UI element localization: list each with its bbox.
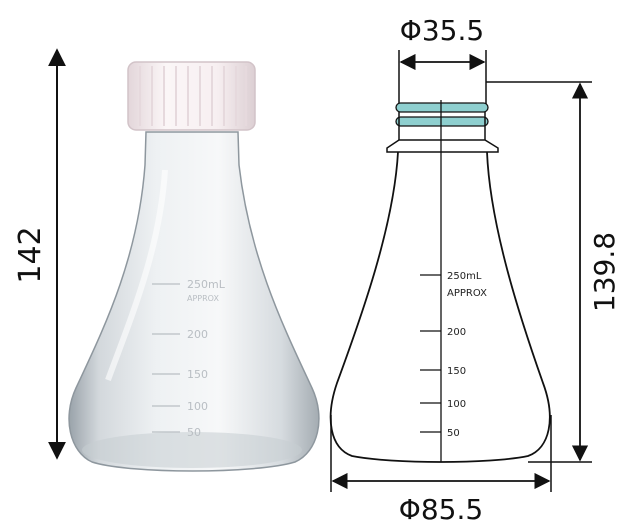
grad-approx-label: APPROX: [447, 288, 487, 299]
grad-50-label: 50: [447, 428, 460, 439]
photo-flask-body: [68, 131, 320, 472]
neck-diameter-label: Φ35.5: [400, 14, 484, 47]
photo-cap-ridges: [139, 66, 247, 126]
photo-grad-250-label: 250mL: [187, 278, 226, 291]
body-diameter-label: Φ85.5: [399, 493, 483, 525]
photo-grad-approx-label: APPROX: [187, 294, 219, 303]
photo-grad-50-label: 50: [187, 426, 201, 439]
flask-photo: 142 250mL APPROX 200 150 100 50: [13, 48, 320, 472]
photo-grad-200-label: 200: [187, 328, 208, 341]
thread-ring-top: [395, 102, 489, 113]
photo-flask-highlight: [105, 169, 168, 382]
grad-100-label: 100: [447, 399, 466, 410]
drawing-graduations: 250mL APPROX 200 150 100 50: [420, 271, 487, 439]
grad-150-label: 150: [447, 366, 466, 377]
photo-grad-100-label: 100: [187, 400, 208, 413]
grad-250-label: 250mL: [447, 271, 482, 282]
photo-graduations: 250mL APPROX 200 150 100 50: [152, 278, 226, 439]
thread-ring-bottom: [395, 116, 489, 127]
neck-flange: [386, 139, 499, 153]
photo-height-label: 142: [13, 226, 48, 283]
height-label: 139.8: [588, 232, 621, 312]
photo-grad-150-label: 150: [187, 368, 208, 381]
photo-flask-base: [82, 432, 302, 468]
grad-200-label: 200: [447, 327, 466, 338]
flask-drawing: Φ35.5 250mL APPROX 200 150 100 50: [329, 14, 621, 525]
flask-body-outline: [329, 151, 551, 463]
